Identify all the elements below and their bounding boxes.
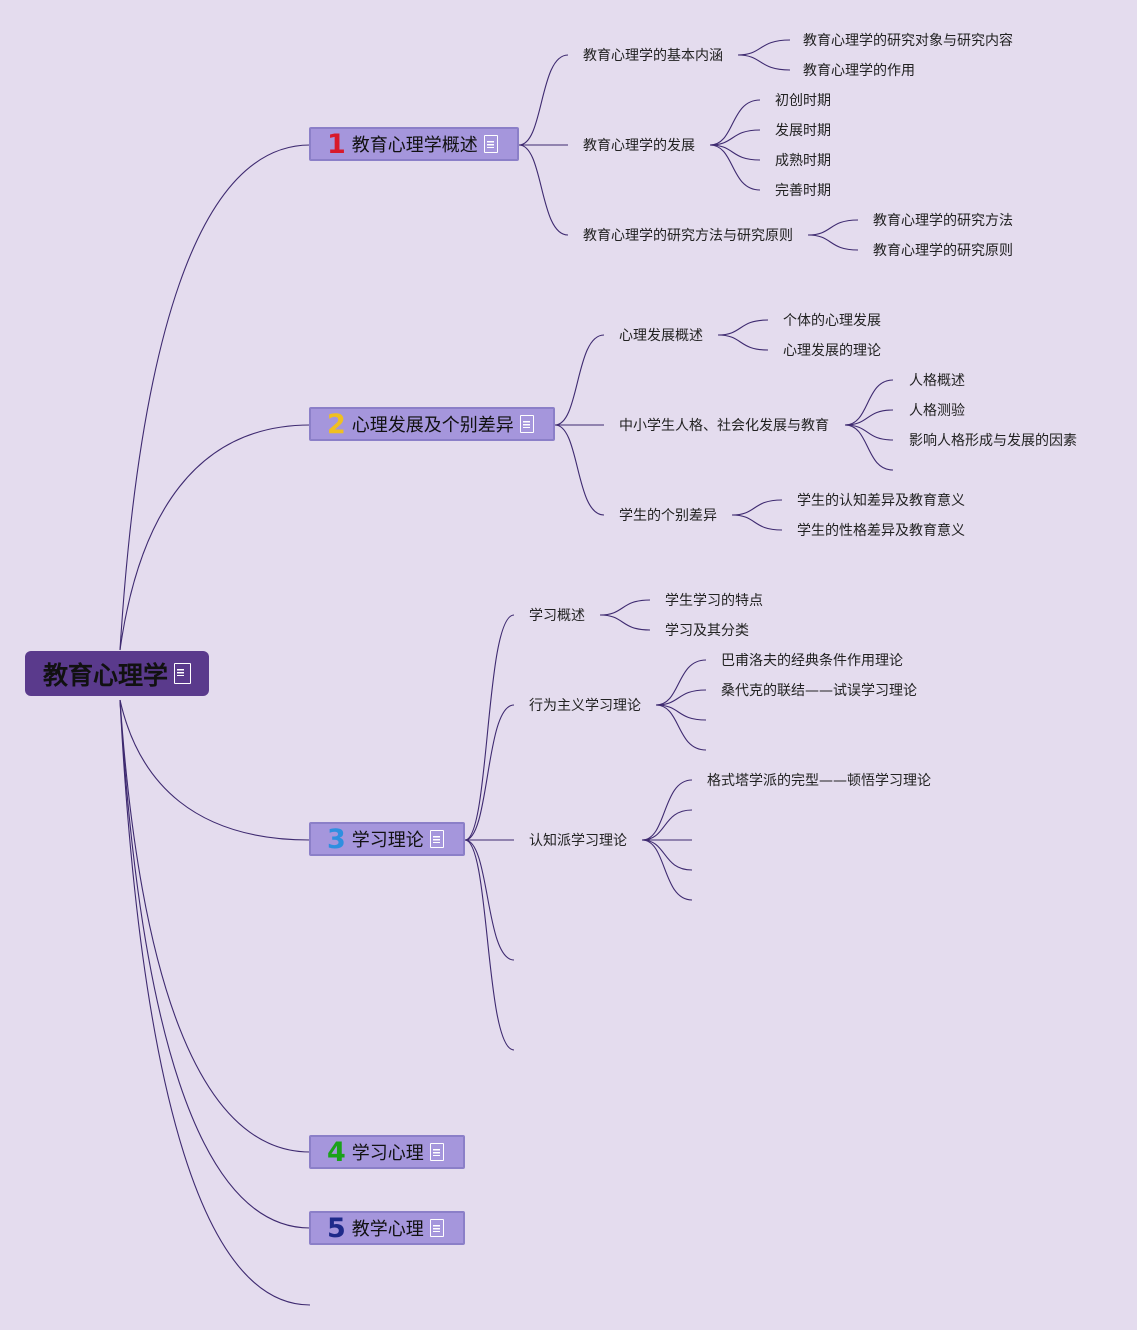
connector [844, 379, 894, 426]
connector [119, 424, 311, 651]
subtopic[interactable]: 影响人格形成与发展的因素 [909, 433, 1077, 449]
note-icon[interactable] [174, 663, 191, 684]
note-icon[interactable] [519, 415, 534, 433]
connector [641, 839, 693, 901]
connector [641, 809, 693, 841]
note-icon[interactable] [429, 830, 444, 848]
topic-3[interactable]: 3 学习理论 [309, 822, 465, 856]
subtopic[interactable]: 认知派学习理论 [529, 833, 627, 849]
topic-label: 学习心理 [351, 1143, 424, 1164]
subtopic[interactable]: 成熟时期 [775, 153, 831, 169]
connector [119, 699, 311, 1306]
topic-number: 3 [327, 823, 346, 855]
connector [464, 839, 515, 961]
root-node[interactable]: 教育心理学 [25, 651, 209, 696]
root-label: 教育心理学 [42, 660, 168, 690]
subtopic[interactable]: 教育心理学的研究原则 [873, 243, 1013, 259]
connector [709, 144, 761, 191]
connector [709, 144, 761, 161]
subtopic[interactable]: 教育心理学的基本内涵 [583, 48, 723, 64]
connector [655, 704, 707, 721]
subtopic[interactable]: 桑代克的联结——试误学习理论 [721, 683, 917, 699]
connector [737, 54, 791, 71]
subtopic[interactable]: 心理发展概述 [619, 328, 703, 344]
connector [464, 839, 515, 1051]
subtopic[interactable]: 教育心理学的作用 [803, 63, 915, 79]
topic-number: 5 [327, 1212, 346, 1244]
topic-4[interactable]: 4 学习心理 [309, 1135, 465, 1169]
note-icon[interactable] [429, 1219, 444, 1237]
subtopic[interactable]: 发展时期 [775, 123, 831, 139]
subtopic[interactable]: 人格概述 [909, 373, 965, 389]
subtopic[interactable]: 学习概述 [529, 608, 585, 624]
topic-label: 教学心理 [351, 1219, 424, 1240]
connector [119, 699, 311, 841]
connector [844, 424, 894, 441]
topic-number: 2 [327, 408, 346, 440]
subtopic[interactable]: 学生的认知差异及教育意义 [797, 493, 965, 509]
connector [655, 659, 707, 706]
connector [807, 219, 859, 236]
connector [737, 39, 791, 56]
topic-2[interactable]: 2 心理发展及个别差异 [309, 407, 555, 441]
subtopic[interactable]: 心理发展的理论 [783, 343, 881, 359]
subtopic[interactable]: 中小学生人格、社会化发展与教育 [619, 418, 829, 434]
note-icon[interactable] [429, 1143, 444, 1161]
topic-label: 教育心理学概述 [351, 135, 478, 156]
connector [844, 424, 894, 471]
connector [717, 319, 769, 336]
note-icon[interactable] [483, 135, 498, 153]
connector [731, 514, 783, 531]
connector [554, 424, 605, 516]
connector [641, 779, 693, 841]
connector [518, 144, 569, 236]
subtopic[interactable]: 完善时期 [775, 183, 831, 199]
subtopic[interactable]: 教育心理学的研究方法 [873, 213, 1013, 229]
subtopic[interactable]: 人格测验 [909, 403, 965, 419]
connector [709, 99, 761, 146]
subtopic[interactable]: 个体的心理发展 [783, 313, 881, 329]
connector [641, 839, 693, 871]
connector [119, 144, 311, 651]
subtopic[interactable]: 学生学习的特点 [665, 593, 763, 609]
subtopic[interactable]: 格式塔学派的完型——顿悟学习理论 [707, 773, 931, 789]
subtopic[interactable]: 初创时期 [775, 93, 831, 109]
topic-5[interactable]: 5 教学心理 [309, 1211, 465, 1245]
subtopic[interactable]: 学习及其分类 [665, 623, 749, 639]
connector [655, 704, 707, 751]
connector [807, 234, 859, 251]
connector [119, 699, 311, 1153]
connector [655, 689, 707, 706]
subtopic[interactable]: 学生的性格差异及教育意义 [797, 523, 965, 539]
topic-label: 心理发展及个别差异 [351, 415, 514, 436]
connector [464, 614, 515, 841]
topic-number: 4 [327, 1136, 346, 1168]
subtopic[interactable]: 教育心理学的发展 [583, 138, 695, 154]
connector [844, 409, 894, 426]
subtopic[interactable]: 巴甫洛夫的经典条件作用理论 [721, 653, 903, 669]
subtopic[interactable]: 教育心理学的研究方法与研究原则 [583, 228, 793, 244]
connector [599, 599, 651, 616]
connector [464, 704, 515, 841]
topic-1[interactable]: 1 教育心理学概述 [309, 127, 519, 161]
connector [119, 699, 311, 1229]
subtopic[interactable]: 教育心理学的研究对象与研究内容 [803, 33, 1013, 49]
connector [554, 334, 605, 426]
connector [599, 614, 651, 631]
subtopic[interactable]: 学生的个别差异 [619, 508, 717, 524]
subtopic[interactable]: 行为主义学习理论 [529, 698, 641, 714]
topic-label: 学习理论 [351, 830, 424, 851]
connector [518, 54, 569, 146]
connector [709, 129, 761, 146]
connector [731, 499, 783, 516]
connector [717, 334, 769, 351]
topic-number: 1 [327, 128, 346, 160]
